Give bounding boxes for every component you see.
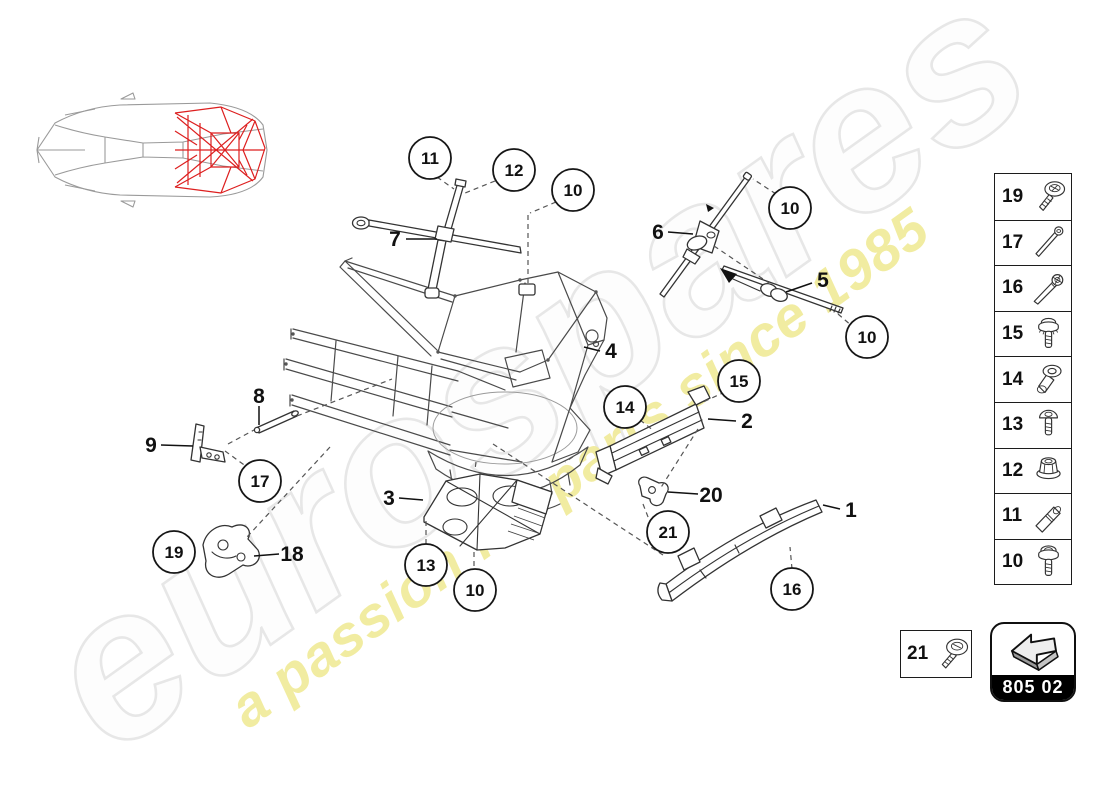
svg-text:13: 13	[417, 556, 436, 575]
callout-10-bottom[interactable]: 10	[453, 568, 497, 612]
crossmember-part-2	[595, 385, 711, 485]
sidebar-item-number: 17	[1002, 231, 1024, 253]
svg-text:10: 10	[466, 581, 485, 600]
sidebar-item-16[interactable]: 16	[995, 265, 1071, 311]
sidebar-item-10[interactable]: 10	[995, 538, 1071, 585]
sidebar-item-19[interactable]: 19	[995, 174, 1071, 220]
svg-text:12: 12	[505, 161, 524, 180]
fastener-sidebar: 19 17 16 15	[994, 173, 1072, 586]
part-number-labels: 7 6 5 4 2 8 9 3 18 20 1	[145, 221, 857, 566]
svg-text:10: 10	[858, 328, 877, 347]
diagram-code: 805 02	[992, 675, 1074, 700]
bumper-beam-part-1	[657, 499, 823, 602]
stabilizer-rod-part-6	[659, 171, 753, 298]
callout-10-top[interactable]: 10	[551, 168, 595, 212]
callout-13[interactable]: 13	[404, 543, 448, 587]
label-2[interactable]: 2	[741, 410, 753, 433]
svg-text:21: 21	[659, 523, 678, 542]
label-6[interactable]: 6	[652, 221, 664, 244]
button-screw-icon	[1039, 409, 1058, 436]
car-top-view-thumbnail	[36, 92, 268, 208]
sidebar-item-number: 12	[1002, 459, 1024, 481]
sidebar-item-number: 13	[1002, 414, 1024, 436]
label-20[interactable]: 20	[699, 484, 722, 507]
callout-16[interactable]: 16	[770, 567, 814, 611]
stud-icon	[1035, 506, 1062, 534]
svg-text:19: 19	[165, 543, 184, 562]
sidebar-item-15[interactable]: 15	[995, 310, 1071, 357]
callout-12[interactable]: 12	[492, 148, 536, 192]
circle-callouts: 11 12 10 10 10 15 14 17 19 13 10 21 16	[152, 136, 889, 612]
diagram-nav-box[interactable]: 805 02	[990, 622, 1076, 702]
sidebar-item-17[interactable]: 17	[995, 219, 1071, 266]
sidebar-item-12[interactable]: 12	[995, 447, 1071, 494]
sidebar-item-number: 16	[1002, 277, 1024, 299]
label-1[interactable]: 1	[845, 499, 857, 522]
label-leader-lines	[160, 231, 841, 557]
svg-text:17: 17	[251, 472, 270, 491]
hardware-box-number: 21	[907, 643, 929, 664]
svg-text:10: 10	[564, 181, 583, 200]
label-8[interactable]: 8	[253, 385, 265, 408]
callout-15[interactable]: 15	[717, 359, 761, 403]
sidebar-item-number: 15	[1002, 323, 1024, 345]
cross-brace-part-7	[351, 178, 522, 299]
callout-10-upper-right[interactable]: 10	[768, 186, 812, 230]
sidebar-item-number: 19	[1002, 185, 1024, 207]
flange-nut-icon	[1036, 457, 1061, 480]
rod-part-8	[253, 410, 299, 434]
stabilizer-rod-part-5	[720, 265, 844, 314]
label-4[interactable]: 4	[605, 340, 617, 363]
callout-21[interactable]: 21	[646, 510, 690, 554]
pan-head-screw-icon	[1039, 181, 1066, 211]
bracket-part-18	[202, 524, 260, 578]
sidebar-item-13[interactable]: 13	[995, 401, 1071, 448]
callout-10-right[interactable]: 10	[845, 315, 889, 359]
back-arrow-icon	[1010, 633, 1059, 671]
label-7[interactable]: 7	[389, 228, 401, 251]
callout-17[interactable]: 17	[238, 459, 282, 503]
rivet-nut-icon	[1036, 364, 1062, 394]
sidebar-item-number: 11	[1002, 505, 1023, 527]
label-3[interactable]: 3	[383, 487, 395, 510]
bracket-part-20	[638, 476, 669, 507]
sidebar-item-11[interactable]: 11	[995, 493, 1071, 539]
svg-text:14: 14	[616, 398, 635, 417]
hardware-box-21[interactable]: 21	[900, 630, 972, 678]
sidebar-item-14[interactable]: 14	[995, 356, 1071, 402]
pan-head-screw-icon	[941, 638, 969, 669]
callout-14[interactable]: 14	[603, 385, 647, 429]
nav-box-arrow-area	[992, 624, 1074, 675]
rear-chassis-highlight	[174, 106, 266, 194]
dashed-leader-lines	[224, 176, 853, 571]
sidebar-item-number: 10	[1002, 551, 1024, 573]
flange-bolt-icon	[1038, 317, 1059, 349]
underbody-panel-part-3	[423, 473, 553, 551]
callout-11[interactable]: 11	[408, 136, 452, 180]
label-9[interactable]: 9	[145, 434, 157, 457]
callout-19[interactable]: 19	[152, 530, 196, 574]
svg-text:16: 16	[783, 580, 802, 599]
flange-bolt-icon	[1038, 545, 1059, 576]
sidebar-item-number: 14	[1002, 368, 1024, 390]
long-hex-bolt-icon	[1033, 274, 1064, 306]
label-18[interactable]: 18	[280, 543, 304, 566]
svg-text:11: 11	[421, 149, 439, 168]
label-5[interactable]: 5	[817, 269, 829, 292]
svg-text:10: 10	[781, 199, 800, 218]
long-pin-bolt-icon	[1035, 226, 1064, 257]
bracket-part-9	[190, 423, 226, 463]
svg-text:15: 15	[730, 372, 749, 391]
